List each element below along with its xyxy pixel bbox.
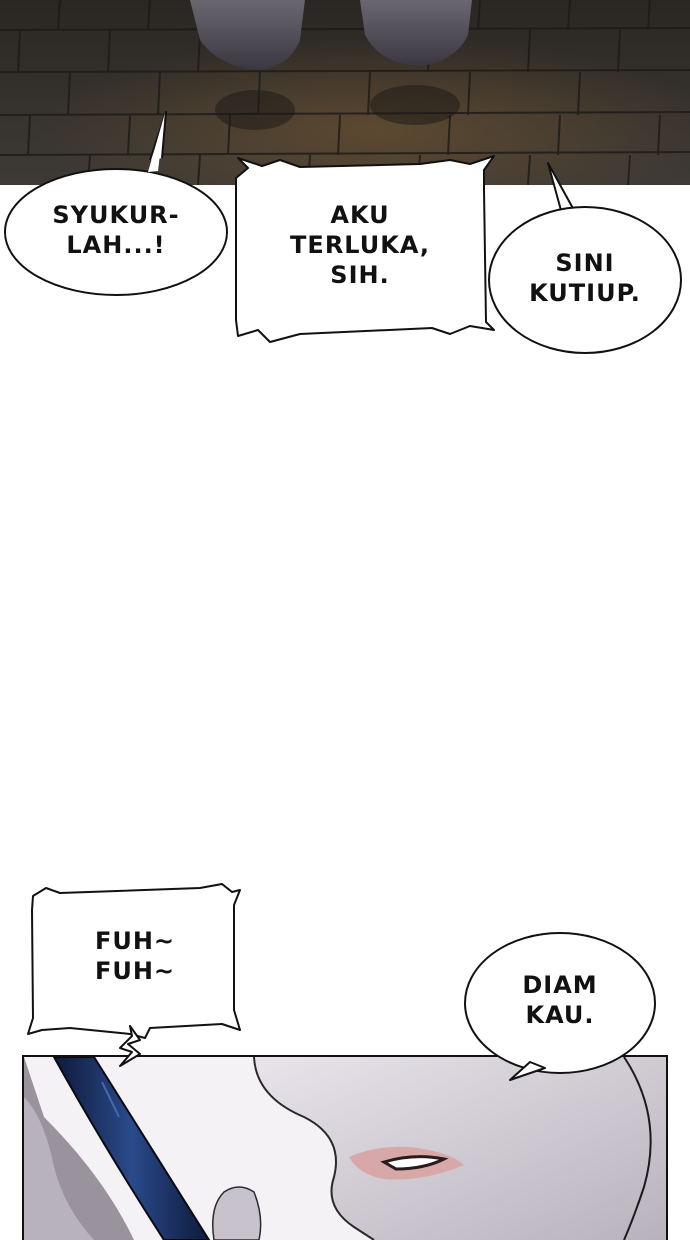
bubble-text-sini-kutiup: SINI KUTIUP.: [500, 248, 670, 308]
top-comic-panel: [0, 0, 690, 185]
mouth: [349, 1146, 464, 1180]
text-line: SYUKUR-: [52, 201, 180, 229]
text-line: KAU.: [525, 1001, 595, 1029]
text-line: SIH.: [330, 261, 390, 289]
right-knee: [360, 0, 472, 66]
text-line: AKU: [330, 201, 390, 229]
hand: [24, 1097, 262, 1240]
bubble-text-fuhfuh: FUH~ FUH~: [40, 926, 230, 986]
text-line: LAH...!: [66, 231, 166, 259]
bubble-text-syukurlah: SYUKUR- LAH...!: [20, 200, 212, 260]
bottom-comic-panel: [22, 1055, 668, 1240]
text-line: KUTIUP.: [529, 279, 641, 307]
stone-floor-illustration: [0, 0, 690, 185]
left-knee: [190, 0, 305, 70]
phone: [52, 1057, 211, 1240]
text-line: FUH~: [94, 927, 176, 955]
text-line: FUH~: [94, 957, 176, 985]
bubble-text-terluka: AKU TERLUKA, SIH.: [250, 200, 470, 290]
face-closeup-illustration: [24, 1057, 666, 1240]
bubble-text-diam-kau: DIAM KAU.: [475, 970, 645, 1030]
text-line: DIAM: [522, 971, 598, 999]
text-line: SINI: [555, 249, 615, 277]
text-line: TERLUKA,: [290, 231, 430, 259]
